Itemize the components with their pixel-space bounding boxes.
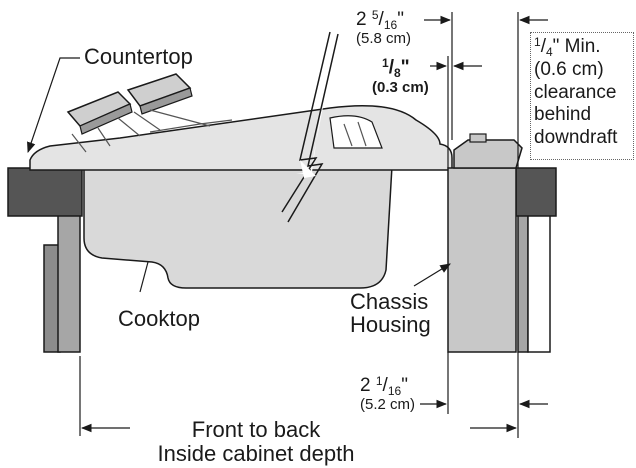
clearance-note-box — [530, 32, 634, 160]
dim-bottom-den: 16 — [387, 384, 402, 398]
clearance-rest: " Min. — [552, 36, 601, 57]
clearance-line3: clearance — [534, 81, 617, 103]
clearance-den: 4 — [545, 45, 553, 59]
dim-front-back-lines — [79, 356, 518, 436]
dim-bottom-whole: 2 — [360, 375, 371, 396]
countertop — [7, 167, 557, 217]
dim-bottom-lines — [420, 352, 548, 438]
dim-gap-inch: " — [400, 57, 410, 78]
dim-gap-metric: (0.3 cm) — [372, 79, 429, 96]
clearance-num: 1 — [534, 35, 541, 49]
dim-gap-den: 8 — [393, 66, 401, 80]
leader-lines — [27, 57, 451, 293]
clearance-line4: behind — [534, 104, 592, 126]
dim-bottom-metric: (5.2 cm) — [360, 396, 416, 413]
dim-gap-num: 1 — [382, 56, 389, 70]
left-cabinet-wall — [43, 195, 81, 353]
dim-top-label: 2 5/16" (5.8 cm) — [356, 8, 412, 47]
dim-bottom-inch: " — [401, 375, 408, 396]
downdraft-chassis — [447, 133, 523, 353]
dim-top-lines — [424, 12, 548, 168]
clearance-line2: (0.6 cm) — [534, 58, 604, 80]
cooktop — [29, 104, 453, 289]
housing-label: Housing — [350, 312, 431, 338]
dim-top-inch: " — [397, 9, 404, 30]
front-back-line2: Inside cabinet depth — [157, 441, 355, 467]
dim-top-den: 16 — [383, 18, 398, 32]
control-knobs — [66, 73, 211, 153]
clearance-note: 1/4" Min. (0.6 cm) clearance behind down… — [534, 35, 618, 149]
clearance-line5: downdraft — [534, 127, 618, 149]
dim-gap-lines — [430, 56, 482, 168]
dim-gap-label: 1/8" (0.3 cm) — [372, 56, 429, 96]
chassis-label: Chassis — [350, 289, 429, 314]
countertop-label: Countertop — [84, 44, 193, 69]
dim-bottom-num: 1 — [375, 374, 383, 388]
chassis-housing-label: Chassis Housing — [350, 290, 431, 336]
cooktop-label: Cooktop — [118, 306, 200, 331]
dim-top-whole: 2 — [356, 9, 367, 30]
dim-bottom-label: 2 1/16" (5.2 cm) — [360, 374, 416, 413]
dim-top-num: 5 — [371, 8, 379, 22]
front-back-line1: Front to back — [191, 417, 321, 442]
break-line — [281, 30, 339, 223]
front-back-label: Front to back Inside cabinet depth — [136, 417, 376, 467]
dim-top-metric: (5.8 cm) — [356, 30, 412, 47]
right-cabinet-wall — [517, 195, 551, 353]
